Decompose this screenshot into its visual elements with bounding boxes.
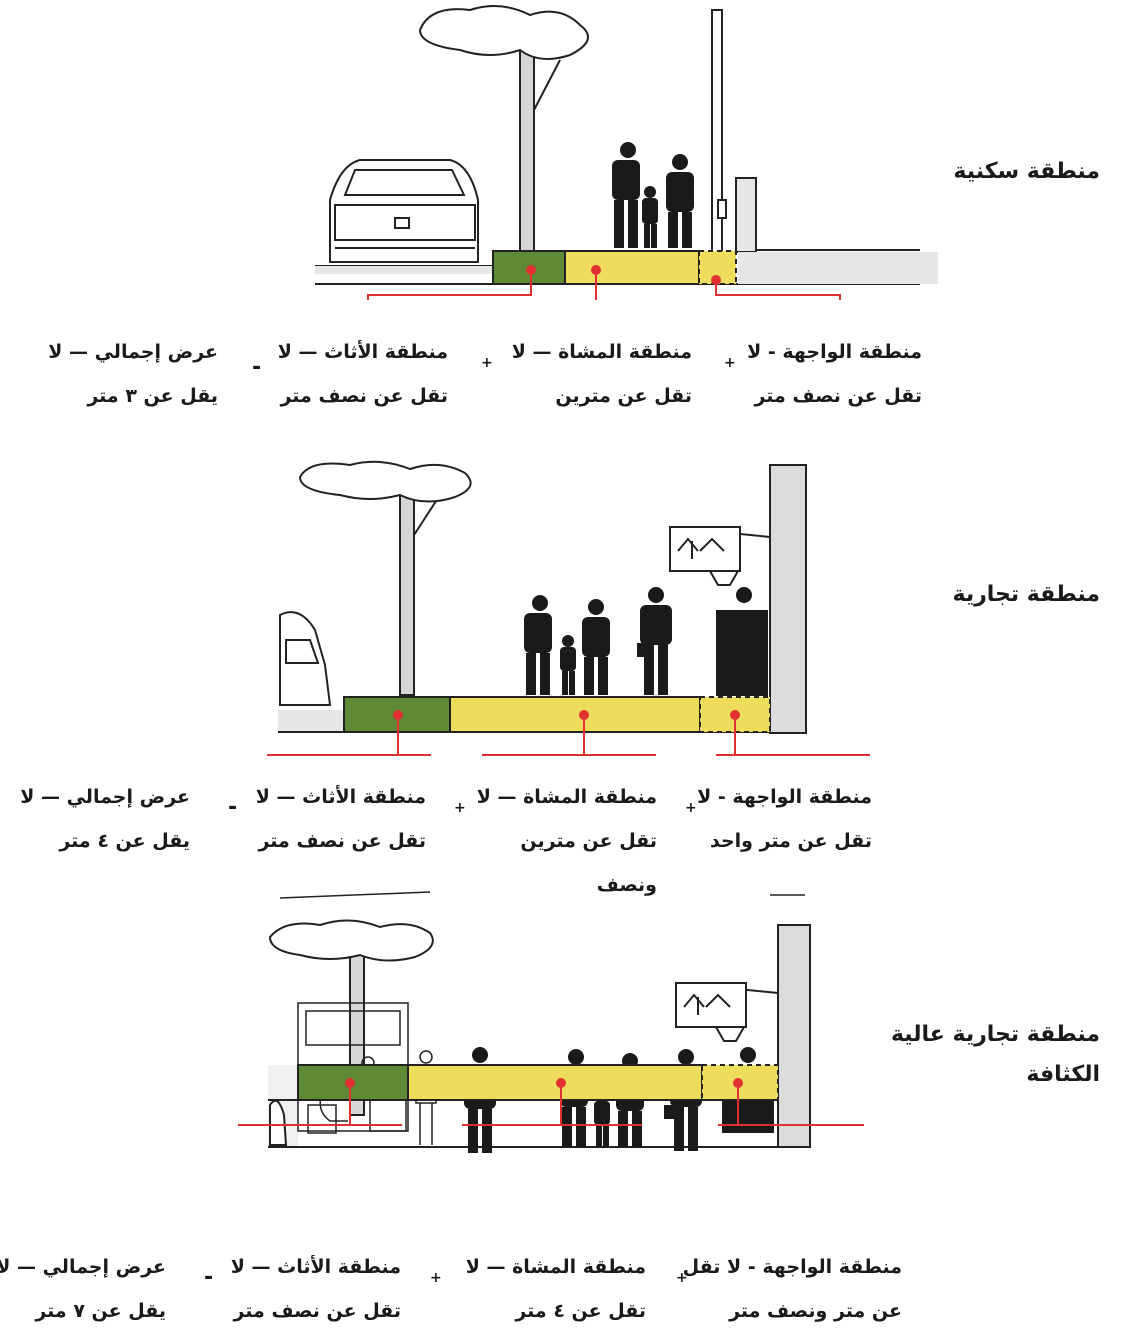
shop-sign-icon bbox=[675, 982, 779, 1042]
car-icon bbox=[279, 611, 332, 706]
zone-markers bbox=[345, 1078, 743, 1088]
plus-sign: + bbox=[481, 355, 493, 371]
plus-sign: + bbox=[430, 1270, 442, 1286]
pedestrians-icon bbox=[612, 142, 694, 248]
building-wall bbox=[735, 177, 938, 284]
commercial-street-section-illustration bbox=[267, 460, 870, 899]
building-wall bbox=[777, 924, 811, 1148]
plus-sign: + bbox=[724, 355, 736, 371]
tree-icon bbox=[298, 460, 472, 696]
minus-sign: - bbox=[228, 795, 238, 820]
lamp-pole-icon bbox=[711, 9, 727, 253]
zone-markers bbox=[526, 265, 721, 285]
zone-connectors bbox=[267, 715, 870, 756]
zone-title: منطقة تجارية bbox=[952, 582, 1100, 607]
tree-icon bbox=[418, 5, 589, 253]
car-icon bbox=[269, 1099, 288, 1146]
pedestrian-zone bbox=[449, 696, 701, 733]
pedestrian-zone bbox=[407, 1064, 703, 1101]
zone-markers bbox=[393, 710, 740, 720]
plus-sign: + bbox=[676, 1270, 688, 1286]
pedestrians-icon bbox=[524, 587, 752, 695]
zone-connectors bbox=[238, 1083, 864, 1126]
minus-sign: - bbox=[204, 1265, 214, 1290]
zone-connectors bbox=[367, 270, 841, 300]
plus-sign: + bbox=[685, 800, 697, 816]
plus-sign: + bbox=[454, 800, 466, 816]
minus-sign: - bbox=[252, 355, 262, 380]
high-density-commercial-section: منطقة تجارية عالية الكثافة منطقة الواجهة… bbox=[0, 915, 1136, 1331]
shop-sign-icon bbox=[669, 526, 771, 586]
high-density-street-section-illustration bbox=[238, 919, 864, 1153]
car-icon bbox=[329, 159, 479, 263]
pedestrian-zone bbox=[564, 250, 700, 285]
residential-street-section-illustration bbox=[315, 5, 938, 300]
zone-title: منطقة سكنية bbox=[953, 159, 1100, 184]
zone-title: منطقة تجارية عالية الكثافة bbox=[890, 1022, 1100, 1087]
building-wall bbox=[769, 464, 807, 734]
shop-display-icon bbox=[716, 610, 768, 696]
